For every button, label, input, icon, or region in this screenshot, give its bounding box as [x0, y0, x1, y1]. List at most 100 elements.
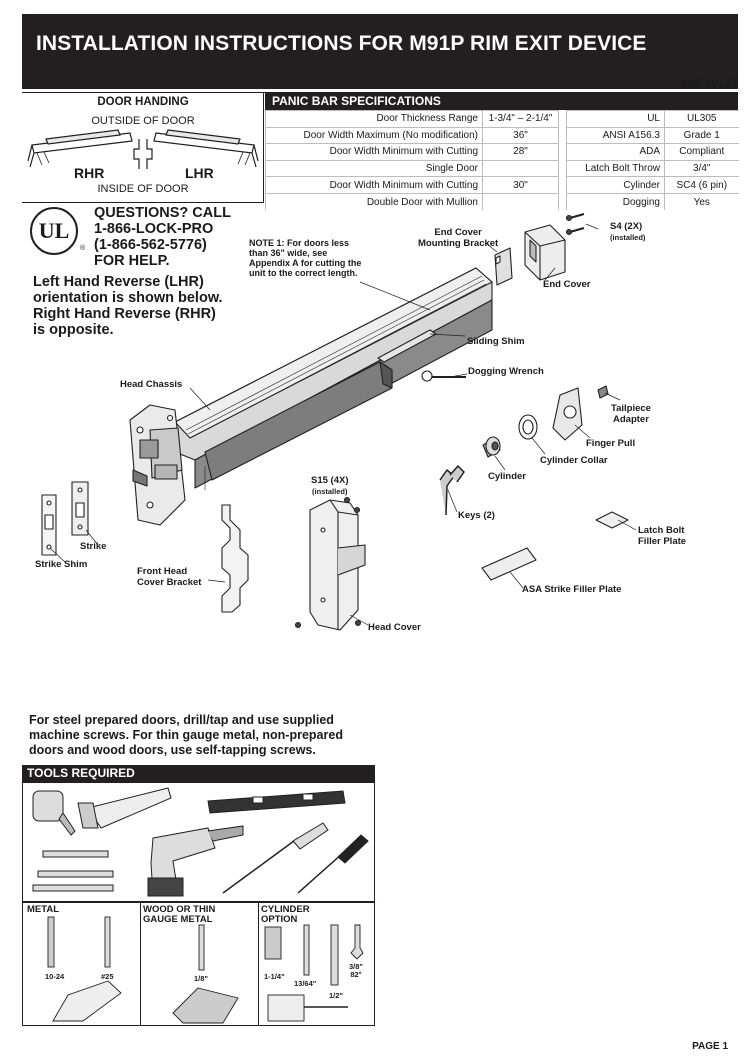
head-cover-illustration: [309, 499, 366, 631]
drill-bits-illustration: [47, 916, 364, 1024]
door-handing-panel: DOOR HANDING OUTSIDE OF DOOR RHR LHR INS…: [22, 93, 264, 203]
header-banner: INSTALLATION INSTRUCTIONS FOR M91P RIM E…: [22, 14, 738, 89]
orientation-note: Left Hand Reverse (LHR) orientation is s…: [33, 274, 223, 338]
spec-value: 36": [482, 126, 559, 144]
inside-of-door-label: INSIDE OF DOOR: [97, 183, 189, 195]
hand-saw-icon: [77, 787, 172, 829]
spec-label: UL: [566, 110, 665, 128]
cyl-bit-3-8-label: 3/8"82°: [349, 962, 363, 979]
page-number: PAGE 1: [692, 1041, 728, 1052]
metal-bit-25-label: #25: [101, 972, 114, 981]
drill-bits-icon: [32, 850, 114, 892]
dogging-wrench-illustration: [421, 370, 466, 382]
end-cover-label: End Cover: [543, 279, 591, 290]
awl-icon: [222, 822, 329, 894]
s15-label: S15 (4X)(installed): [311, 475, 349, 496]
s4-screws: [565, 213, 585, 236]
head-cover-label: Head Cover: [368, 622, 421, 633]
fastener-note: For steel prepared doors, drill/tap and …: [29, 713, 343, 757]
keys-illustration: [439, 465, 465, 516]
bit-25-icon: [104, 916, 111, 968]
tools-required-title: TOOLS REQUIRED: [22, 765, 375, 782]
spec-value: Grade 1: [664, 126, 739, 144]
spec-value: [482, 159, 559, 177]
document-title: INSTALLATION INSTRUCTIONS FOR M91P RIM E…: [36, 32, 647, 55]
spec-gap: [558, 127, 567, 144]
latch-bolt-filler-plate-illustration: [595, 511, 629, 529]
end-cover-bracket-illustration: [494, 247, 513, 286]
spec-label: Double Door with Mullion: [265, 192, 483, 211]
tailpiece-adapter-illustration: [597, 385, 609, 399]
outside-of-door-label: OUTSIDE OF DOOR: [91, 115, 195, 127]
header-rule: [22, 92, 738, 93]
spec-value: 3/4": [664, 159, 739, 177]
door-handing-title: DOOR HANDING: [97, 96, 189, 108]
tape-measure-icon: [32, 790, 76, 836]
strike-shim-label: Strike Shim: [35, 559, 88, 570]
registered-mark: ®: [80, 245, 86, 252]
spec-gap: [558, 110, 567, 128]
spec-value: [482, 192, 559, 211]
bit-1-2-icon: [330, 924, 339, 986]
spec-label: Door Width Maximum (No modification): [265, 126, 483, 144]
cylinder-collar-label: Cylinder Collar: [540, 455, 608, 466]
asa-strike-filler-plate-label: ASA Strike Filler Plate: [522, 584, 622, 595]
s15-screws: [294, 496, 362, 629]
sliding-shim-label: Sliding Shim: [467, 336, 525, 347]
rhr-label: RHR: [74, 165, 105, 181]
hole-saw-icon: [264, 926, 282, 960]
note-1: NOTE 1: For doors less than 36" wide, se…: [249, 238, 362, 278]
document-number: 999-30127: [680, 76, 738, 90]
spec-gap: [558, 143, 567, 161]
spec-row: Door Width Maximum (No modification)36" A…: [265, 126, 739, 144]
spec-gap: [558, 176, 567, 194]
push-pad: [204, 361, 393, 481]
spec-value: 28": [482, 143, 559, 161]
spec-label: Door Width Minimum with Cutting: [265, 143, 483, 161]
spec-value: Compliant: [664, 143, 739, 161]
spec-value: UL305: [664, 110, 739, 128]
tools-required-panel: [22, 782, 375, 902]
spec-gap: [558, 193, 567, 211]
panic-bar-specifications: PANIC BAR SPECIFICATIONS Door Thickness …: [265, 93, 739, 211]
cylinder-illustration: [482, 436, 501, 458]
spec-gap: [558, 160, 567, 177]
door-handing-illustration: [27, 129, 259, 169]
head-chassis-label: Head Chassis: [120, 379, 183, 390]
strike-shim-illustration: [41, 494, 57, 556]
spec-value: 1-3/4" – 2-1/4": [482, 110, 559, 128]
cylinder-label: Cylinder: [488, 471, 527, 482]
power-drill-icon: [147, 825, 244, 897]
finger-pull-illustration: [552, 387, 583, 441]
tap-10-24-icon: [47, 916, 55, 968]
s4-label: S4 (2X)(installed): [610, 221, 646, 242]
countersink-icon: [350, 924, 364, 960]
metal-title: METAL: [27, 904, 60, 915]
wood-bit-label: 1/8": [194, 974, 208, 983]
keys-label: Keys (2): [458, 510, 495, 521]
head-chassis-illustration: [129, 404, 186, 526]
spec-value: 30": [482, 176, 559, 194]
spec-label: ANSI A156.3: [566, 126, 665, 144]
finger-pull-label: Finger Pull: [586, 438, 636, 449]
spec-label: Door Thickness Range: [265, 110, 483, 128]
sliding-shim-illustration: [377, 329, 437, 363]
spec-label: Latch Bolt Throw: [566, 159, 665, 177]
spec-value: SC4 (6 pin): [664, 176, 739, 194]
spec-label: Cylinder: [566, 176, 665, 194]
cyl-bit-1-2-label: 1/2": [329, 991, 343, 1000]
front-head-cover-bracket-illustration: [221, 504, 249, 613]
lhr-label: LHR: [185, 165, 214, 181]
screwdriver-icon: [297, 834, 369, 894]
strike-label: Strike: [80, 541, 107, 552]
bit-1-8-icon: [198, 924, 205, 971]
specifications-title: PANIC BAR SPECIFICATIONS: [265, 93, 738, 110]
